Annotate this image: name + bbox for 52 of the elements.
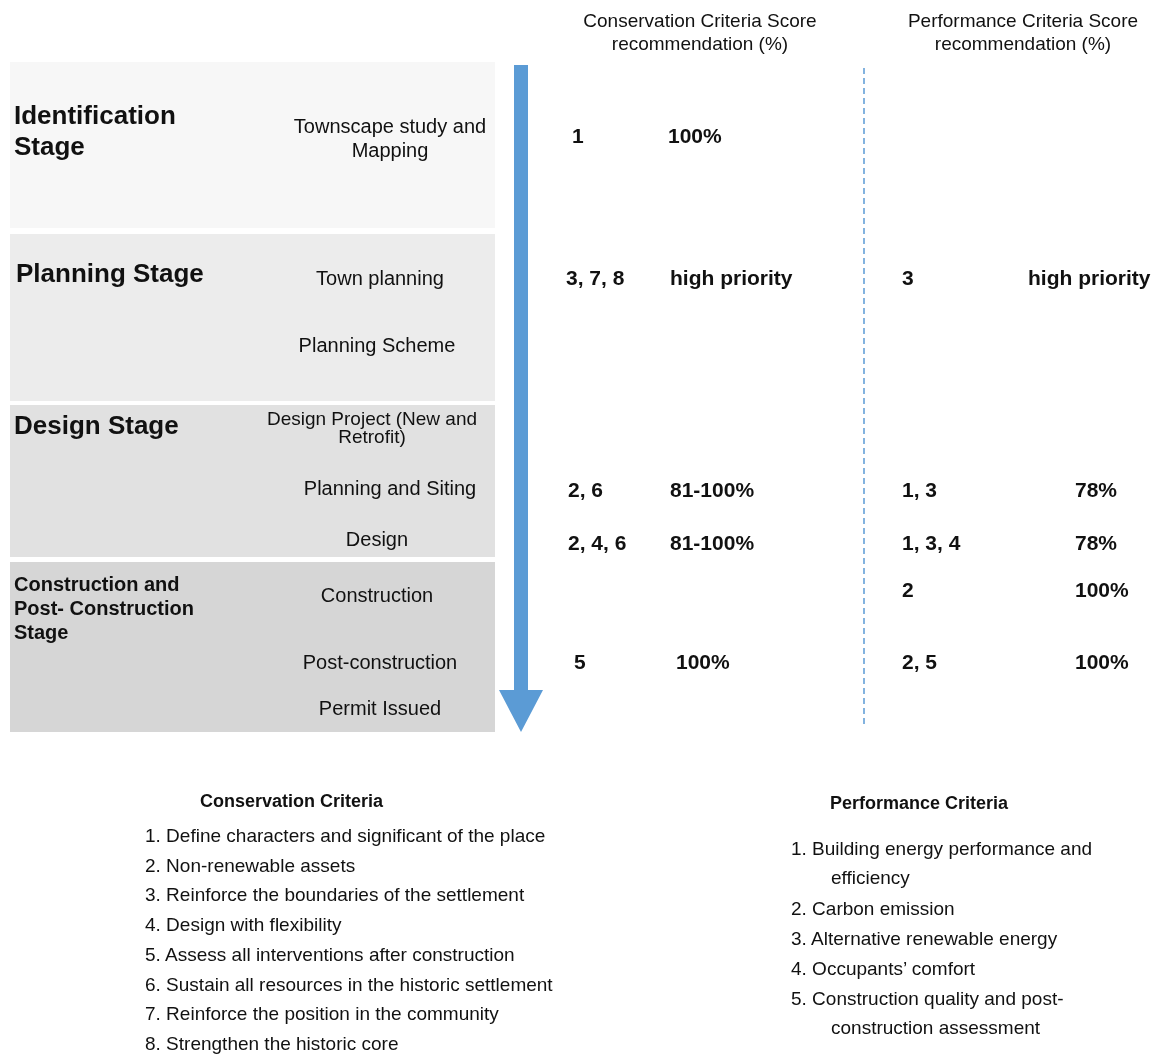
score-cell-text: 78%: [1075, 477, 1119, 503]
score-cell-text: 2, 4, 6: [568, 530, 628, 556]
column-header: Performance Criteria Score recommendation (%): [906, 10, 1140, 56]
step-label: Design: [344, 527, 410, 551]
step-label: Planning Scheme: [297, 333, 457, 357]
score-cell-text: 3, 7, 8: [566, 265, 626, 291]
score-cell-text: 3: [902, 265, 915, 291]
list-heading: Performance Criteria: [830, 793, 1010, 815]
list-item: 1. Building energy performance and efficiency: [791, 837, 1094, 891]
list-item: 5. Assess all interventions after construction: [145, 942, 516, 967]
score-cell-text: 100%: [676, 649, 731, 675]
list-item: 3. Reinforce the boundaries of the settlement: [145, 883, 526, 908]
list-item: 8. Strengthen the historic core: [145, 1031, 400, 1055]
list-item: 5. Construction quality and post-construction assessment: [791, 987, 1065, 1041]
list-item: 3. Alternative renewable energy: [791, 927, 1059, 951]
score-cell-text: 81-100%: [670, 530, 756, 556]
score-cell-text: high priority: [1028, 265, 1152, 291]
stage-band: [10, 405, 495, 557]
score-cell-text: 5: [574, 649, 587, 675]
list-item: 4. Design with flexibility: [145, 913, 343, 938]
score-cell-text: 1: [572, 123, 585, 149]
stage-heading: Construction and Post- Construction Stage: [14, 572, 195, 644]
score-cell-text: 100%: [1075, 577, 1130, 603]
list-item: 4. Occupants’ comfort: [791, 957, 977, 981]
score-cell-text: 2, 6: [568, 477, 605, 503]
score-cell-text: 100%: [1075, 649, 1130, 675]
score-cell-text: 81-100%: [670, 477, 756, 503]
stage-heading: Design Stage: [14, 410, 180, 442]
score-cell-text: 1, 3: [902, 477, 939, 503]
score-cell-text: 2, 5: [902, 649, 939, 675]
step-label: Town planning: [315, 266, 445, 290]
list-item: 6. Sustain all resources in the historic settlement: [145, 972, 554, 997]
score-cell-text: high priority: [670, 265, 794, 291]
stage-heading: Planning Stage: [16, 258, 205, 290]
stage-heading: Identification Stage: [14, 100, 177, 163]
stage-band: [10, 562, 495, 732]
step-label: Construction: [319, 583, 435, 607]
list-item: 1. Define characters and significant of the place: [145, 824, 547, 848]
step-label: Post-construction: [301, 650, 459, 674]
list-item: 2. Non-renewable assets: [145, 853, 357, 878]
step-label: Townscape study and Mapping: [292, 114, 488, 162]
score-cell-text: 2: [902, 577, 915, 603]
list-item: 7. Reinforce the position in the community: [145, 1002, 500, 1027]
column-header: Conservation Criteria Score recommendation (%): [582, 10, 818, 56]
score-cell-text: 1, 3, 4: [902, 530, 962, 556]
score-cell-text: 100%: [668, 123, 723, 149]
list-item: 2. Carbon emission: [791, 897, 956, 921]
step-label: Permit Issued: [317, 696, 443, 720]
score-cell-text: 78%: [1075, 530, 1119, 556]
step-label: Design Project (New and Retrofit): [265, 410, 479, 447]
list-heading: Conservation Criteria: [200, 791, 385, 813]
step-label: Planning and Siting: [302, 476, 478, 500]
